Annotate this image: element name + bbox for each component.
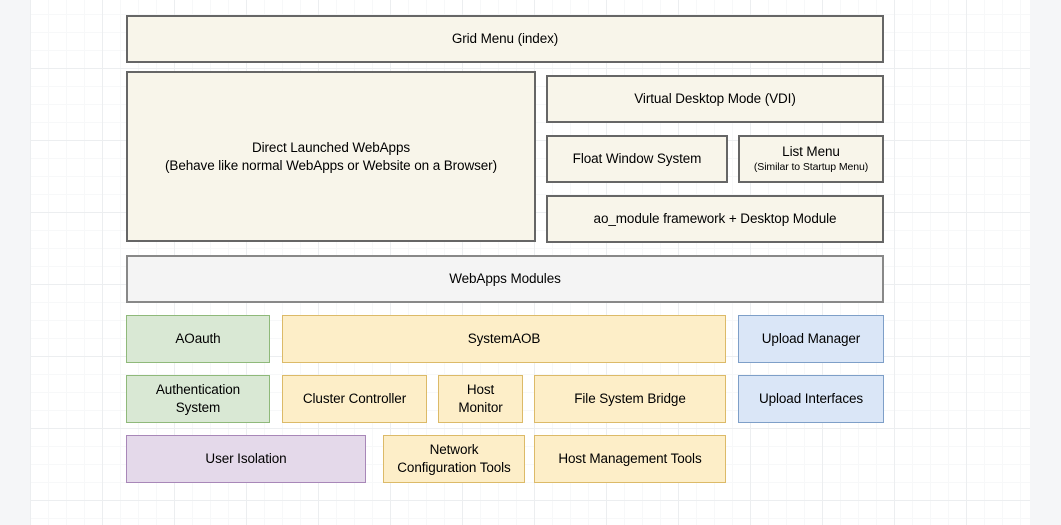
- box-file-system-bridge[interactable]: File System Bridge: [534, 375, 726, 423]
- box-list-menu-text: List Menu (Similar to Startup Menu): [754, 143, 868, 176]
- box-authentication-system-line2: System: [156, 399, 240, 417]
- box-upload-manager[interactable]: Upload Manager: [738, 315, 884, 363]
- box-webapps-modules[interactable]: WebApps Modules: [126, 255, 884, 303]
- box-virtual-desktop-mode[interactable]: Virtual Desktop Mode (VDI): [546, 75, 884, 123]
- box-list-menu-sublabel: (Similar to Startup Menu): [754, 161, 868, 175]
- box-host-management-tools[interactable]: Host Management Tools: [534, 435, 726, 483]
- box-aoauth-label: AOauth: [175, 330, 220, 348]
- box-cluster-controller[interactable]: Cluster Controller: [282, 375, 427, 423]
- box-ao-module-framework[interactable]: ao_module framework + Desktop Module: [546, 195, 884, 243]
- box-network-configuration-tools-text: Network Configuration Tools: [397, 441, 510, 477]
- box-grid-menu[interactable]: Grid Menu (index): [126, 15, 884, 63]
- box-user-isolation-label: User Isolation: [205, 450, 286, 468]
- box-host-monitor-text: Host Monitor: [458, 381, 502, 417]
- box-file-system-bridge-label: File System Bridge: [574, 390, 686, 408]
- box-list-menu-label: List Menu: [782, 144, 840, 159]
- box-host-monitor[interactable]: Host Monitor: [438, 375, 523, 423]
- box-ao-module-framework-label: ao_module framework + Desktop Module: [594, 210, 837, 228]
- box-authentication-system[interactable]: Authentication System: [126, 375, 270, 423]
- box-system-aob-label: SystemAOB: [468, 330, 541, 348]
- box-network-configuration-tools-line2: Configuration Tools: [397, 459, 510, 477]
- box-list-menu[interactable]: List Menu (Similar to Startup Menu): [738, 135, 884, 183]
- box-webapps-modules-label: WebApps Modules: [449, 270, 561, 288]
- box-direct-launched-webapps[interactable]: Direct Launched WebApps (Behave like nor…: [126, 71, 536, 242]
- box-network-configuration-tools-line1: Network: [430, 442, 479, 457]
- box-direct-launched-webapps-line1: Direct Launched WebApps: [252, 140, 410, 155]
- box-direct-launched-webapps-line2: (Behave like normal WebApps or Website o…: [165, 157, 497, 175]
- box-upload-interfaces-label: Upload Interfaces: [759, 390, 863, 408]
- box-cluster-controller-label: Cluster Controller: [303, 390, 406, 408]
- box-virtual-desktop-mode-label: Virtual Desktop Mode (VDI): [634, 90, 795, 108]
- box-direct-launched-webapps-text: Direct Launched WebApps (Behave like nor…: [165, 139, 497, 175]
- box-grid-menu-label: Grid Menu (index): [452, 30, 558, 48]
- box-user-isolation[interactable]: User Isolation: [126, 435, 366, 483]
- box-host-management-tools-label: Host Management Tools: [558, 450, 701, 468]
- box-system-aob[interactable]: SystemAOB: [282, 315, 726, 363]
- box-network-configuration-tools[interactable]: Network Configuration Tools: [383, 435, 525, 483]
- box-host-monitor-line1: Host: [467, 382, 494, 397]
- box-float-window-system[interactable]: Float Window System: [546, 135, 728, 183]
- box-float-window-system-label: Float Window System: [573, 150, 702, 168]
- box-upload-interfaces[interactable]: Upload Interfaces: [738, 375, 884, 423]
- box-upload-manager-label: Upload Manager: [762, 330, 860, 348]
- box-authentication-system-line1: Authentication: [156, 382, 240, 397]
- box-authentication-system-text: Authentication System: [156, 381, 240, 417]
- box-aoauth[interactable]: AOauth: [126, 315, 270, 363]
- box-host-monitor-line2: Monitor: [458, 399, 502, 417]
